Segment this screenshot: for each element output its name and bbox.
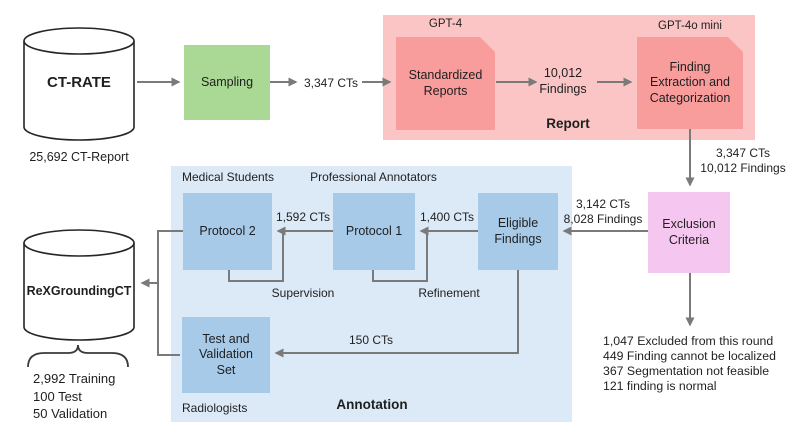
gpt4o-mini-model-tag: GPT-4o mini: [658, 20, 722, 32]
radiologists-tag: Radiologists: [182, 401, 248, 415]
gpt4-model-tag: GPT-4: [428, 18, 463, 30]
report-stage-title: Report: [546, 116, 590, 131]
medical-students-tag: Medical Students: [181, 170, 275, 184]
sampling-label: Sampling: [200, 74, 254, 89]
rexgroundingct-name: ReXGroundingCT: [26, 284, 132, 298]
splits-brace-icon: [27, 344, 129, 368]
test-validation-input-count: 150 CTs: [348, 333, 394, 347]
findings-count-10012: 10,012 Findings: [539, 66, 587, 96]
protocol1-node: Protocol 1: [333, 193, 415, 270]
test-validation-node: Test and Validation Set: [182, 317, 270, 393]
standardized-reports-label: Standardized Reports: [408, 68, 483, 98]
protocol2-label: Protocol 2: [199, 223, 256, 238]
dataset-splits: 2,992 Training 100 Test 50 Validation: [33, 371, 116, 422]
finding-extraction-label: Finding Extraction and Categorization: [649, 60, 731, 105]
protocol2-input-count: 1,592 CTs: [275, 210, 331, 224]
supervision-loop-label: Supervision: [271, 286, 335, 300]
exclusion-criteria-node: Exclusion Criteria: [648, 192, 730, 273]
sampling-output-count: 3,347 CTs: [303, 76, 359, 90]
test-validation-label: Test and Validation Set: [199, 332, 253, 377]
exclusion-notes: 1,047 Excluded from this round 449 Findi…: [603, 334, 776, 393]
professional-annotators-tag: Professional Annotators: [310, 170, 437, 184]
protocol1-input-count: 1,400 CTs: [419, 210, 475, 224]
exclusion-output-counts: 3,142 CTs 8,028 Findings: [563, 197, 643, 226]
exclusion-criteria-label: Exclusion Criteria: [662, 217, 716, 247]
eligible-findings-node: Eligible Findings: [478, 193, 558, 270]
report-output-counts: 3,347 CTs 10,012 Findings: [700, 146, 786, 175]
eligible-findings-label: Eligible Findings: [494, 216, 542, 246]
standardized-reports-node: Standardized Reports: [396, 37, 495, 130]
protocol1-label: Protocol 1: [345, 223, 403, 238]
sampling-node: Sampling: [184, 45, 270, 120]
refinement-loop-label: Refinement: [418, 286, 480, 300]
annotation-stage-title: Annotation: [336, 397, 408, 412]
ct-rate-name: CT-RATE: [47, 74, 111, 91]
ct-rate-count: 25,692 CT-Report: [29, 150, 129, 164]
protocol2-node: Protocol 2: [183, 193, 272, 270]
finding-extraction-node: Finding Extraction and Categorization: [637, 37, 743, 129]
